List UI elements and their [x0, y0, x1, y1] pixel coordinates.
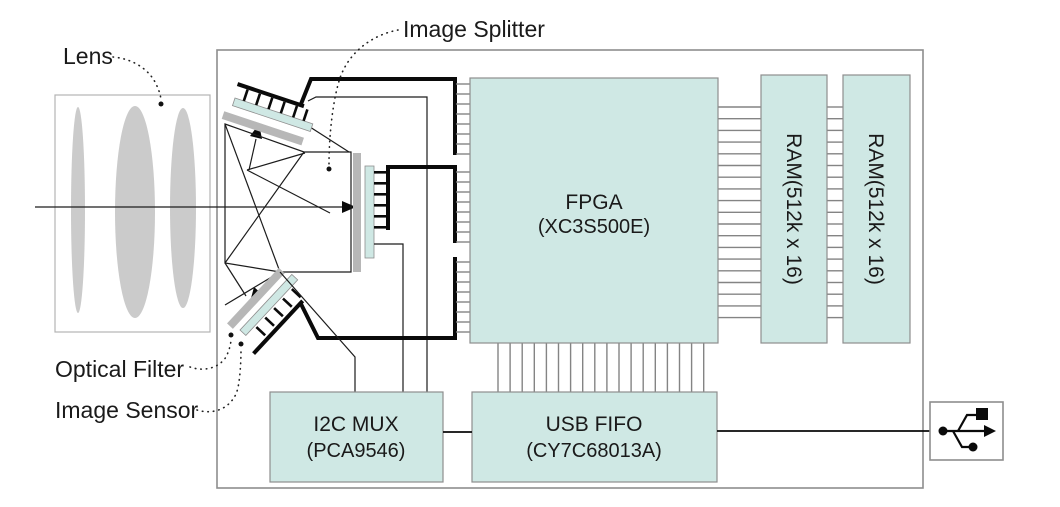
top-sensor-cap — [236, 82, 305, 109]
i2c-mux-part: (PCA9546) — [307, 440, 406, 462]
fpga-part: (XC3S500E) — [538, 216, 650, 238]
usb-fifo-part: (CY7C68013A) — [526, 440, 662, 462]
sensor-assembly-middle — [353, 153, 457, 392]
bottom-sensor-pins — [255, 288, 302, 337]
image-sensor-label: Image Sensor — [55, 397, 199, 423]
i2c-mux-title: I2C MUX — [313, 413, 398, 436]
fpga-usb-bus — [497, 343, 705, 392]
ram2-block: RAM(512k x 16) — [842, 74, 911, 344]
top-image-sensor — [231, 97, 314, 132]
lens-element — [115, 106, 155, 318]
fpga-block: FPGA (XC3S500E) — [469, 77, 719, 344]
bottom-image-sensor — [239, 273, 299, 337]
top-sensor-bus — [299, 77, 457, 155]
optical-filter-label: Optical Filter — [55, 356, 184, 382]
middle-sensor-bus — [386, 165, 457, 243]
board-border — [216, 49, 924, 489]
ram-ram-bus — [827, 106, 843, 319]
bottom-sensor-cap — [252, 299, 305, 355]
bottom-optical-filter — [227, 267, 285, 329]
ram1-label: RAM(512k x 16) — [782, 133, 805, 285]
sensor-assembly-top — [221, 77, 457, 392]
bottom-sensor-i2c-wire — [279, 271, 356, 392]
lens-box — [54, 94, 211, 333]
middle-image-sensor — [364, 165, 375, 259]
lens-element — [170, 108, 196, 308]
usb-fifo-block: USB FIFO (CY7C68013A) — [471, 391, 718, 483]
image-splitter-prism — [224, 123, 352, 306]
top-sensor-pins — [242, 89, 309, 122]
fpga-ram-bus — [718, 106, 761, 319]
lens-assembly — [54, 94, 211, 333]
lens-label: Lens — [63, 43, 113, 69]
middle-sensor-i2c-wire — [374, 243, 404, 392]
top-sensor-i2c-wire — [307, 96, 428, 392]
ram1-block: RAM(512k x 16) — [760, 74, 828, 344]
middle-sensor-cap — [386, 168, 390, 230]
top-optical-filter — [221, 111, 304, 146]
i2c-mux-block: I2C MUX (PCA9546) — [269, 391, 444, 483]
fpga-title: FPGA — [565, 191, 622, 214]
bottom-sensor-bus — [298, 301, 457, 340]
fpga-left-pins — [456, 83, 470, 333]
sensor-assembly-bottom — [227, 257, 457, 392]
middle-sensor-pins — [374, 171, 386, 229]
usb-connector — [929, 401, 1004, 461]
leader-lines — [112, 29, 399, 413]
usb-trident-icon — [938, 408, 996, 452]
usb-fifo-title: USB FIFO — [546, 413, 643, 436]
beam-arrow-right — [342, 201, 356, 213]
middle-optical-filter — [353, 153, 361, 272]
lens-element — [71, 107, 85, 313]
image-splitter-label: Image Splitter — [403, 16, 545, 42]
ram2-label: RAM(512k x 16) — [864, 133, 887, 285]
